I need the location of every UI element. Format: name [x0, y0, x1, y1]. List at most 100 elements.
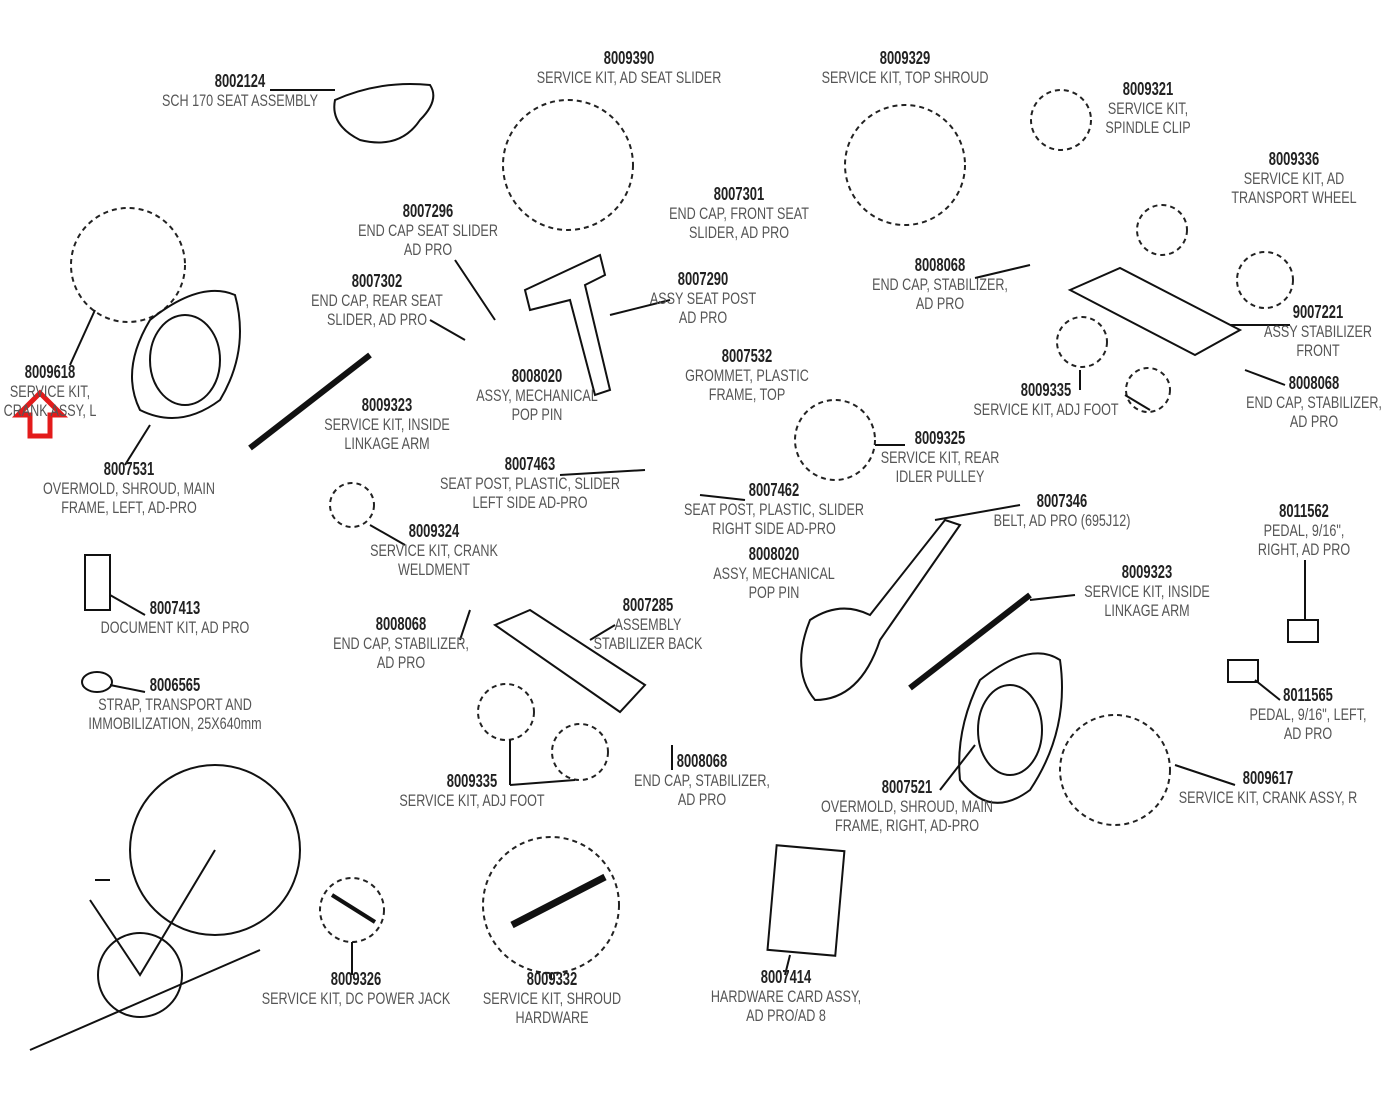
- detail-circles: [70, 89, 1294, 974]
- part-description: LINKAGE ARM: [344, 434, 430, 453]
- stabilizer-front: [1067, 266, 1243, 357]
- linkage-arm-right: [908, 592, 1032, 691]
- part-description: FRAME, RIGHT, AD-PRO: [835, 816, 979, 835]
- detail-circle: [794, 399, 876, 481]
- part-description: SPINDLE CLIP: [1105, 118, 1191, 137]
- part-number: 8007414: [760, 967, 812, 987]
- leader-line: [609, 299, 671, 316]
- part-number: 8009618: [24, 362, 76, 382]
- part-number: 8009617: [1242, 768, 1294, 788]
- part-description: AD PRO: [1289, 412, 1339, 431]
- detail-circle: [551, 723, 609, 781]
- part-number: 8007532: [721, 346, 773, 366]
- part-description: GROMMET, PLASTIC: [685, 366, 809, 385]
- leader-line: [369, 524, 406, 546]
- leader-line: [784, 954, 791, 976]
- part-description: SERVICE KIT, CRANK ASSY, R: [1178, 788, 1358, 807]
- part-description: STABILIZER BACK: [593, 634, 703, 653]
- seat-shape: [333, 83, 435, 144]
- part-description: SERVICE KIT,: [9, 382, 91, 401]
- detail-circle: [329, 482, 375, 528]
- strap-shape: [81, 671, 113, 693]
- part-number: 8008020: [748, 544, 800, 564]
- part-number: 9007221: [1292, 302, 1344, 322]
- part-description: AD PRO: [915, 294, 965, 313]
- part-description: OVERMOLD, SHROUD, MAIN: [43, 479, 215, 498]
- leader-line: [69, 309, 96, 366]
- part-description: ASSY SEAT POST: [649, 289, 757, 308]
- stabilizer-back: [492, 608, 647, 714]
- part-description: PEDAL, 9/16", LEFT,: [1249, 705, 1367, 724]
- part-description: HARDWARE: [515, 1008, 589, 1027]
- part-description: END CAP, STABILIZER,: [872, 275, 1008, 294]
- leader-line: [109, 684, 146, 693]
- part-description: SERVICE KIT, AD: [1243, 169, 1345, 188]
- detail-circle: [1030, 89, 1092, 151]
- hardware-card-shape: [766, 844, 846, 957]
- part-description: END CAP, STABILIZER,: [634, 771, 770, 790]
- part-description: RIGHT, AD PRO: [1257, 540, 1351, 559]
- part-number: 8007346: [1036, 491, 1088, 511]
- part-number: 8009323: [361, 395, 413, 415]
- leader-line: [109, 594, 146, 616]
- detail-circle: [482, 836, 620, 974]
- part-description: AD PRO/AD 8: [746, 1006, 826, 1025]
- part-number: 8009329: [879, 48, 931, 68]
- part-description: SLIDER, AD PRO: [327, 310, 427, 329]
- detail-circle: [1125, 367, 1171, 413]
- part-description: END CAP SEAT SLIDER: [358, 221, 498, 240]
- part-number: 8009326: [330, 969, 382, 989]
- detail-circle: [1056, 316, 1108, 368]
- leader-line: [454, 259, 496, 321]
- leader-line: [934, 504, 1021, 521]
- detail-circle: [1136, 204, 1188, 256]
- part-description: DOCUMENT KIT, AD PRO: [100, 618, 250, 637]
- up-arrow-icon: [11, 389, 69, 439]
- part-description: RIGHT SIDE AD-PRO: [712, 519, 836, 538]
- part-description: END CAP, FRONT SEAT: [669, 204, 809, 223]
- part-number: 8009321: [1122, 79, 1174, 99]
- part-description: END CAP, STABILIZER,: [1246, 393, 1382, 412]
- leader-line: [1029, 594, 1076, 601]
- part-description: SEAT POST, PLASTIC, SLIDER: [684, 500, 864, 519]
- part-number: 8009335: [446, 771, 498, 791]
- leader-line: [699, 494, 746, 501]
- part-description: SERVICE KIT, ADJ FOOT: [399, 791, 545, 810]
- part-description: PEDAL, 9/16",: [1263, 521, 1345, 540]
- part-number: 8007296: [402, 201, 454, 221]
- parts-shapes: [29, 83, 1319, 1051]
- part-number: 8009324: [408, 521, 460, 541]
- part-description: HARDWARE CARD ASSY,: [710, 987, 862, 1006]
- leader-line: [509, 779, 576, 786]
- part-number: 8007285: [622, 595, 674, 615]
- part-description: END CAP, STABILIZER,: [333, 634, 469, 653]
- part-number: 8008020: [511, 366, 563, 386]
- pedal-right-shape: [1287, 619, 1319, 643]
- bike-frame-shape: [29, 849, 261, 1051]
- leader-line: [1254, 679, 1281, 701]
- part-description: ASSY, MECHANICAL: [713, 564, 835, 583]
- part-description: FRONT: [1296, 341, 1340, 360]
- part-number: 8007413: [149, 598, 201, 618]
- part-description: LINKAGE ARM: [1104, 601, 1190, 620]
- part-description: SERVICE KIT, REAR: [880, 448, 1000, 467]
- leader-line: [1124, 394, 1151, 411]
- leader-line: [559, 469, 646, 476]
